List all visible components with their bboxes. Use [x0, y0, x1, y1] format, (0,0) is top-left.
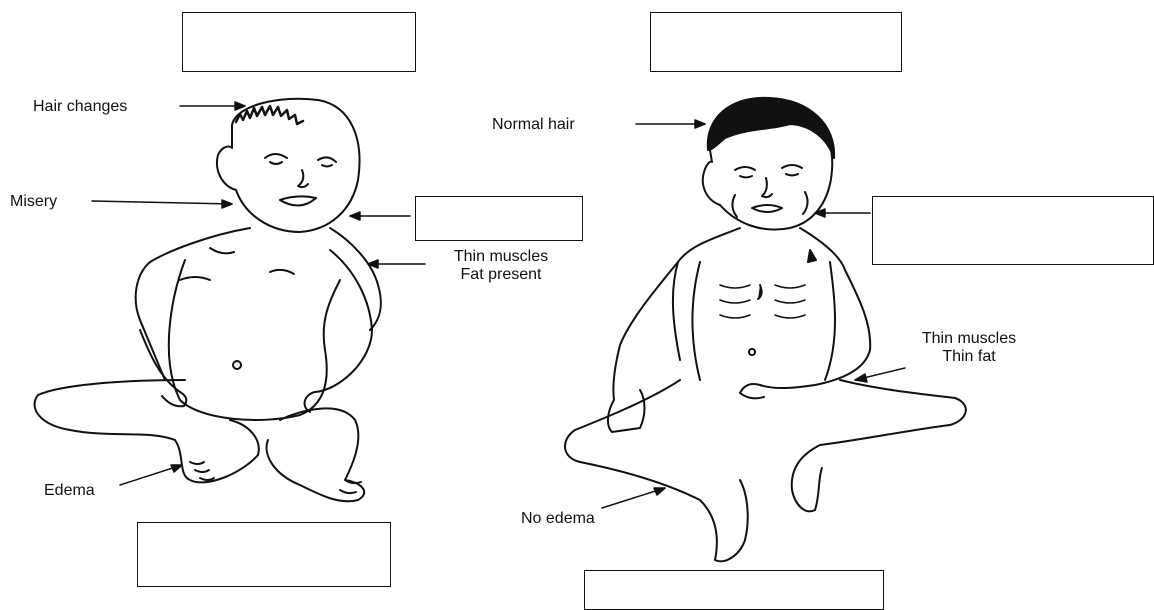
- left-child-figure: [35, 99, 381, 502]
- label-no-edema: No edema: [521, 510, 595, 528]
- arrows: [92, 102, 905, 508]
- label-misery: Misery: [10, 193, 57, 211]
- right-child-hair: [708, 98, 834, 158]
- label-right-muscles-line2: Thin fat: [896, 348, 1042, 366]
- label-normal-hair: Normal hair: [492, 116, 575, 134]
- label-left-muscles-line1: Thin muscles: [428, 248, 574, 266]
- label-edema: Edema: [44, 482, 95, 500]
- label-right-muscles: Thin muscles Thin fat: [896, 330, 1042, 366]
- left-child-legs: [35, 380, 259, 482]
- label-hair-changes: Hair changes: [33, 98, 127, 116]
- right-child-legs: [565, 380, 748, 561]
- label-left-muscles-line2: Fat present: [428, 266, 574, 284]
- label-left-muscles: Thin muscles Fat present: [428, 248, 574, 284]
- arrow-misery: [92, 201, 232, 204]
- label-right-muscles-line1: Thin muscles: [896, 330, 1042, 348]
